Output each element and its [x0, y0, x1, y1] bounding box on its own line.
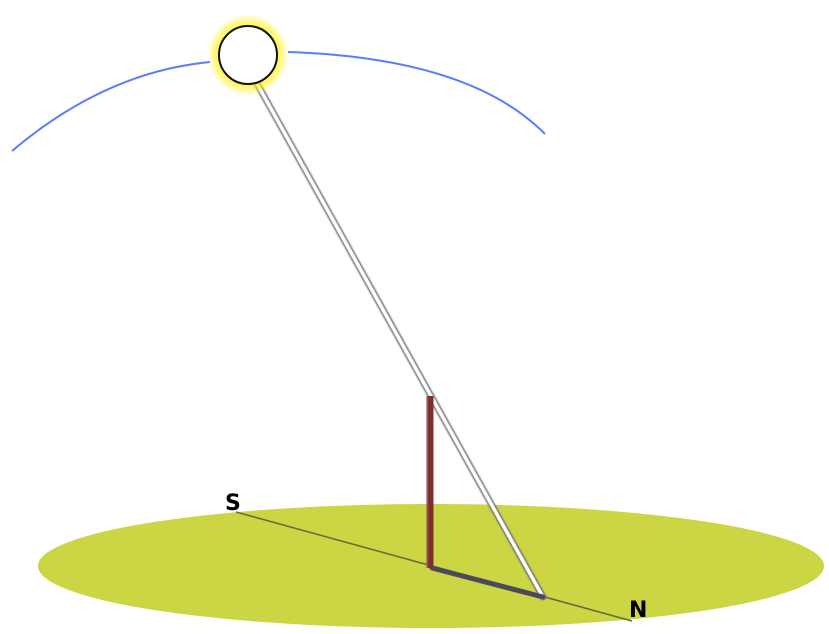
- pole-shadow: [429, 565, 546, 600]
- sun-ray: [251, 76, 547, 601]
- sun-icon: [207, 14, 289, 96]
- sun-path-arc-right: [287, 51, 546, 135]
- sun-path-arc-left: [11, 61, 211, 152]
- north-label: N: [629, 598, 648, 623]
- vertical-pole: [426, 396, 434, 568]
- south-label: S: [225, 491, 241, 516]
